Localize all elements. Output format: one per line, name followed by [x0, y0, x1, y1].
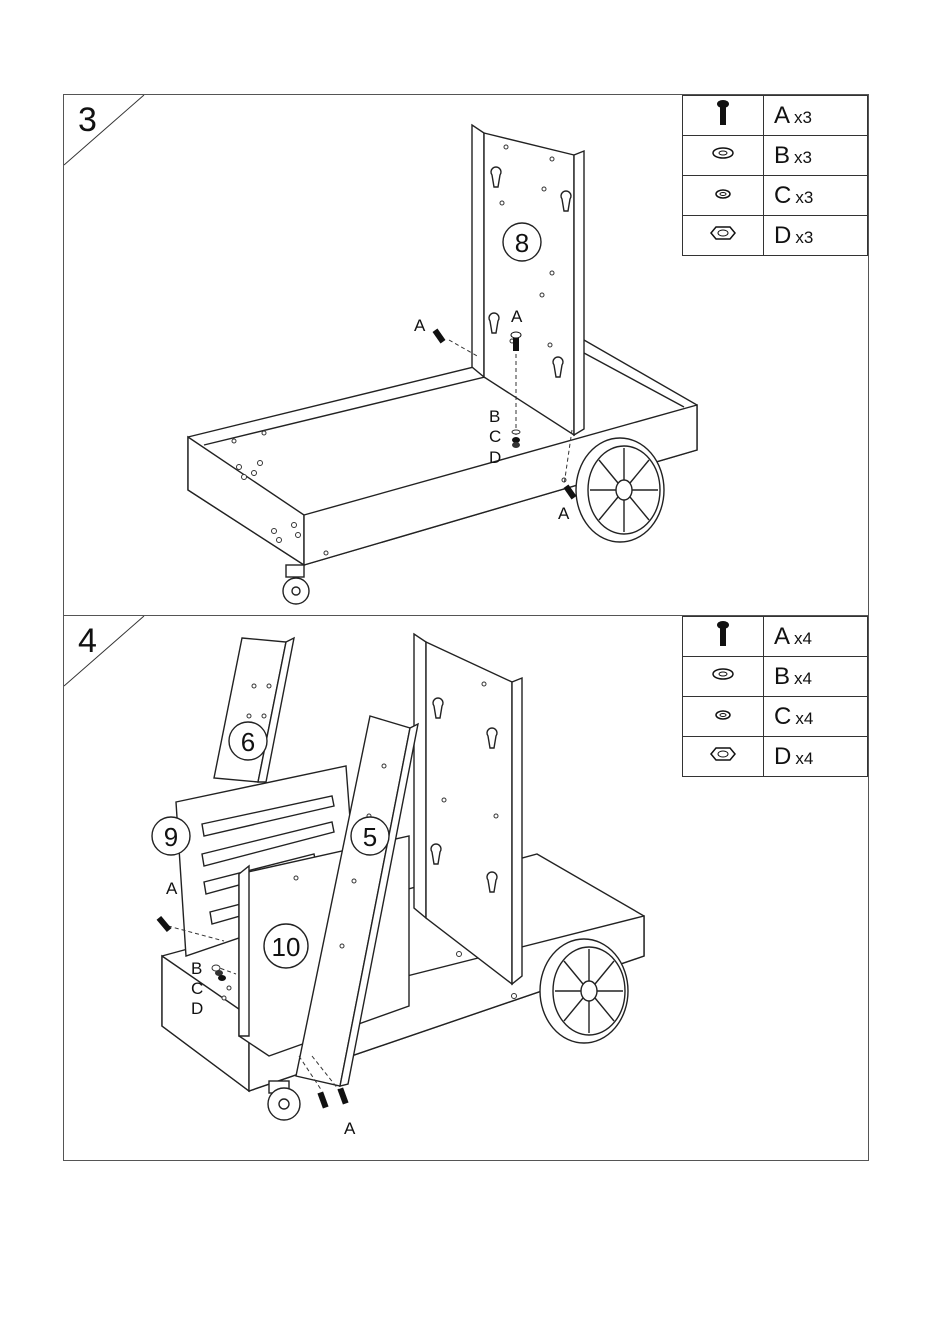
caster-wheel — [283, 565, 309, 604]
part-label-6: 6 — [241, 727, 255, 757]
part-label-8: 8 — [515, 228, 529, 258]
part-letter: D — [774, 743, 791, 770]
part-qty: x4 — [795, 749, 813, 768]
part-label-5: 5 — [363, 822, 377, 852]
callout-d: D — [489, 448, 501, 467]
callout-c: C — [191, 979, 203, 998]
callout-d: D — [191, 999, 203, 1018]
hex-nut-icon — [683, 216, 764, 256]
hex-nut-icon — [683, 737, 764, 777]
part-letter: C — [774, 703, 791, 730]
callout-a: A — [414, 316, 426, 335]
part-letter: C — [774, 182, 791, 209]
spring-washer-icon — [683, 176, 764, 216]
callout-a: A — [344, 1119, 356, 1138]
bolt-icon — [683, 96, 764, 136]
part-letter: B — [774, 142, 790, 169]
part-qty: x3 — [795, 228, 813, 247]
part-qty: x4 — [794, 669, 812, 688]
part-label-9: 9 — [164, 822, 178, 852]
part-qty: x4 — [795, 709, 813, 728]
bolt-icon — [683, 617, 764, 657]
part-qty: x3 — [794, 108, 812, 127]
callout-b: B — [191, 959, 202, 978]
part-label-10: 10 — [272, 932, 301, 962]
part-qty: x4 — [794, 629, 812, 648]
callout-a: A — [558, 504, 570, 523]
spring-washer-icon — [683, 697, 764, 737]
step-3-panel: 3 — [63, 94, 869, 616]
part-qty: x3 — [794, 148, 812, 167]
caster-wheel — [268, 1081, 300, 1120]
callout-a: A — [166, 879, 178, 898]
callout-a: A — [511, 307, 523, 326]
flat-washer-icon — [683, 136, 764, 176]
part-qty: x3 — [795, 188, 813, 207]
callout-b: B — [489, 407, 500, 426]
panel-6: 6 — [214, 638, 294, 782]
part-letter: A — [774, 623, 790, 650]
flat-washer-icon — [683, 657, 764, 697]
step-4-panel: 4 — [63, 615, 869, 1161]
part-letter: B — [774, 663, 790, 690]
part-letter: D — [774, 222, 791, 249]
wheel — [540, 939, 628, 1043]
callout-c: C — [489, 427, 501, 446]
part-letter: A — [774, 102, 790, 129]
wheel — [576, 438, 664, 542]
